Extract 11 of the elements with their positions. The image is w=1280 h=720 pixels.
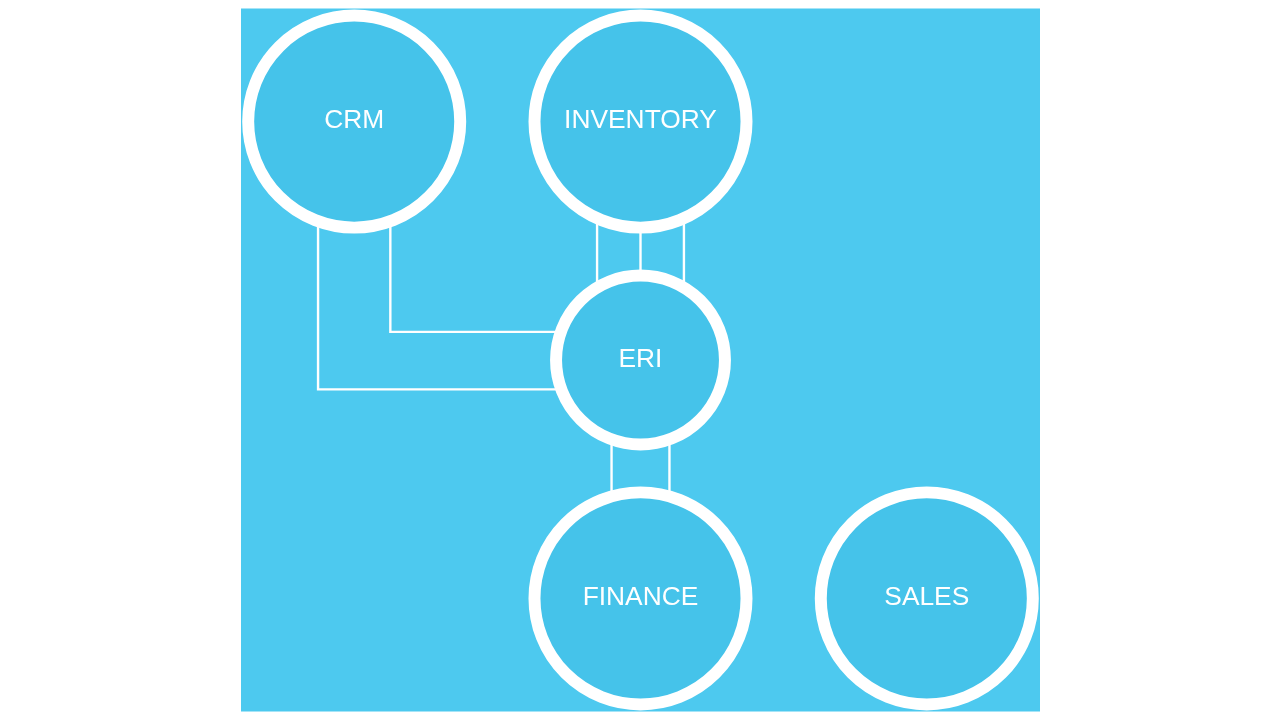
node-circle: FINANCE (528, 486, 752, 711)
connector (609, 442, 613, 494)
connector (667, 442, 671, 494)
node-circle: INVENTORY (528, 9, 752, 234)
connector (682, 221, 685, 285)
connector (595, 221, 598, 285)
node-circle: ERI (549, 269, 731, 451)
connector (638, 230, 642, 273)
connector (316, 224, 559, 391)
node-circle: SALES (814, 486, 1039, 711)
node-circle: CRM (241, 9, 466, 234)
